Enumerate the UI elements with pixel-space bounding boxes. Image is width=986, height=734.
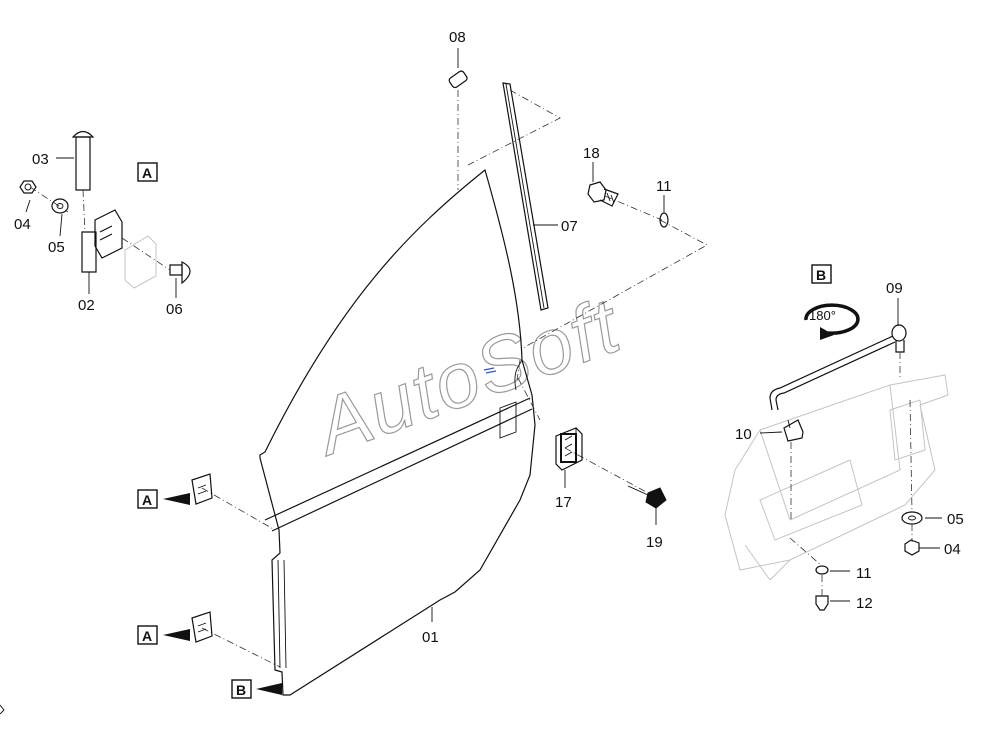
callout-05: 05	[48, 239, 65, 256]
hinge-ghost-plate	[124, 235, 157, 289]
callout-04-right: 04	[944, 541, 961, 558]
detail-box-a-middle: A	[137, 489, 190, 509]
svg-text:A: A	[142, 492, 152, 508]
detail-box-b-left: B	[231, 679, 282, 699]
corner-mark	[0, 704, 5, 715]
door-panel-01	[259, 168, 536, 696]
detail-box-b-right: B	[811, 264, 832, 284]
vehicle-frame-ghost	[724, 374, 949, 581]
screw-part-12	[815, 595, 829, 611]
washer-part-05-right	[901, 511, 923, 525]
rotation-indicator: 180°	[804, 303, 860, 340]
callout-19: 19	[646, 534, 663, 551]
svg-text:B: B	[236, 682, 246, 698]
hinge-pin	[71, 130, 95, 191]
callout-18: 18	[583, 145, 600, 162]
nut-part-04-right	[904, 539, 920, 556]
clip-part-10	[783, 419, 804, 442]
callout-11-top: 11	[656, 178, 672, 195]
washer-part-11-bottom	[815, 565, 829, 575]
callout-11-bottom: 11	[856, 565, 872, 582]
callout-03: 03	[32, 151, 49, 168]
callout-06: 06	[166, 301, 183, 318]
detail-box-a-top: A	[137, 162, 158, 182]
hinge-body-02	[81, 209, 123, 273]
callout-12: 12	[856, 595, 873, 612]
bolt-part-06	[169, 261, 191, 285]
hinge-clip-lower	[191, 611, 213, 643]
rotation-label: 180°	[809, 308, 836, 323]
detail-box-a-lower: A	[137, 625, 190, 645]
callout-17: 17	[555, 494, 572, 511]
svg-text:A: A	[142, 628, 152, 644]
latch-part-17	[555, 427, 583, 471]
callout-08: 08	[449, 29, 466, 46]
support-rod-09	[769, 324, 907, 411]
svg-text:B: B	[816, 267, 826, 283]
washer-part-11-top	[659, 212, 669, 228]
callout-09: 09	[886, 280, 903, 297]
callout-02: 02	[78, 297, 95, 314]
callout-10: 10	[735, 426, 752, 443]
washer-part-05	[51, 198, 69, 214]
callout-05-right: 05	[947, 511, 964, 528]
callout-01: 01	[422, 629, 439, 646]
pin-part-08	[448, 70, 468, 89]
lock-cylinder-19	[627, 485, 667, 509]
glass-run-channel-07	[502, 82, 549, 311]
nut-part-04	[19, 180, 37, 194]
door-glass-assembly	[259, 168, 536, 696]
hinge-detail-a	[19, 130, 191, 289]
watermark: AutoSoft	[301, 279, 633, 473]
hinge-clip-upper	[191, 473, 213, 505]
svg-text:A: A	[142, 165, 152, 181]
watermark-text: AutoSoft	[301, 280, 632, 472]
bolt-part-18	[587, 181, 619, 207]
callout-07: 07	[561, 218, 578, 235]
callout-04: 04	[14, 216, 31, 233]
